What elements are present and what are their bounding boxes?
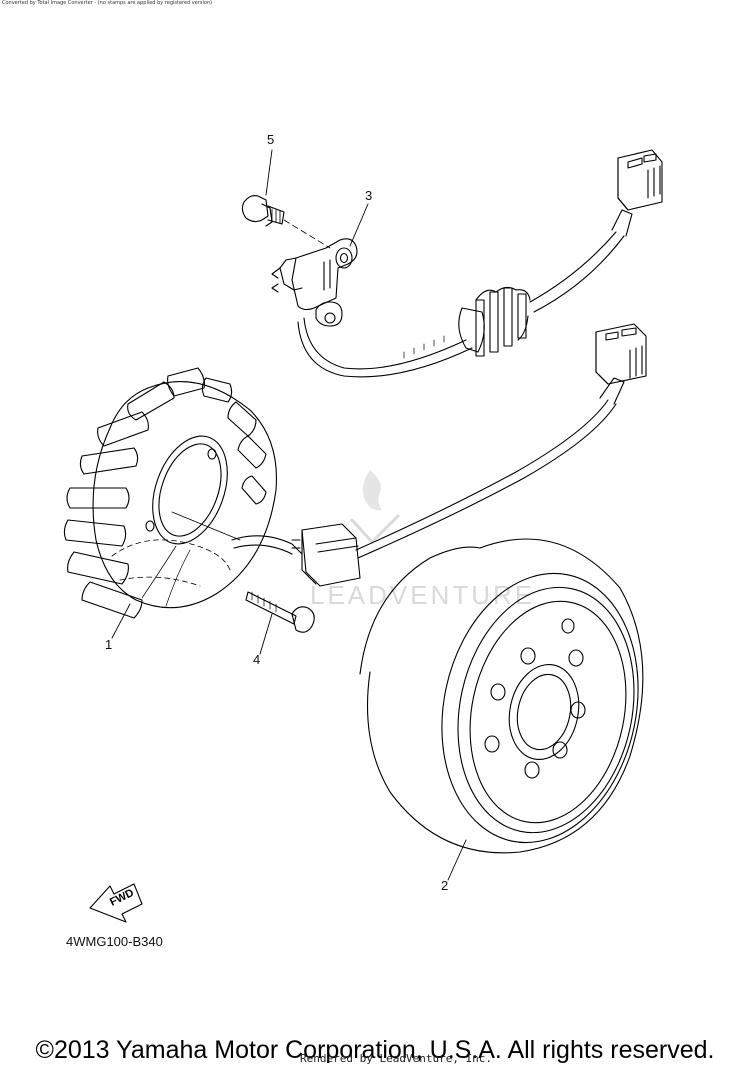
- callout-5-leader: [265, 149, 273, 196]
- part-3-pickup-coil: [271, 238, 358, 327]
- callout-1-leader: [111, 603, 131, 639]
- rendered-by-note: Rendered by LeadVenture, Inc.: [300, 1052, 493, 1065]
- part-2-flywheel: [359, 538, 644, 854]
- copyright-notice: ©2013 Yamaha Motor Corporation, U.S.A. A…: [35, 1036, 715, 1064]
- callout-2-leader: [447, 839, 467, 881]
- fwd-arrow-icon: FWD: [89, 883, 143, 923]
- pickup-coil-wire: [297, 209, 633, 378]
- callout-3: 3: [365, 188, 373, 203]
- stator-connector: [595, 323, 647, 385]
- part-5-bolt: [241, 195, 285, 227]
- header-note: Converted by Total Image Converter - (no…: [2, 0, 213, 6]
- callout-4-leader: [259, 613, 273, 655]
- watermark-logo: [350, 470, 400, 544]
- callout-4: 4: [253, 652, 261, 667]
- callout-5: 5: [267, 132, 275, 147]
- pickup-coil-connector: [617, 149, 663, 211]
- part-1-stator: [63, 367, 278, 619]
- stator-wire-harness: [231, 377, 625, 587]
- part-4-screw: [245, 591, 315, 633]
- callout-3-leader: [349, 203, 369, 247]
- watermark-text: LEADVENTURE: [310, 580, 535, 610]
- diagram-code: 4WMG100-B340: [66, 934, 163, 949]
- callout-2: 2: [441, 878, 449, 893]
- callout-1: 1: [105, 637, 113, 652]
